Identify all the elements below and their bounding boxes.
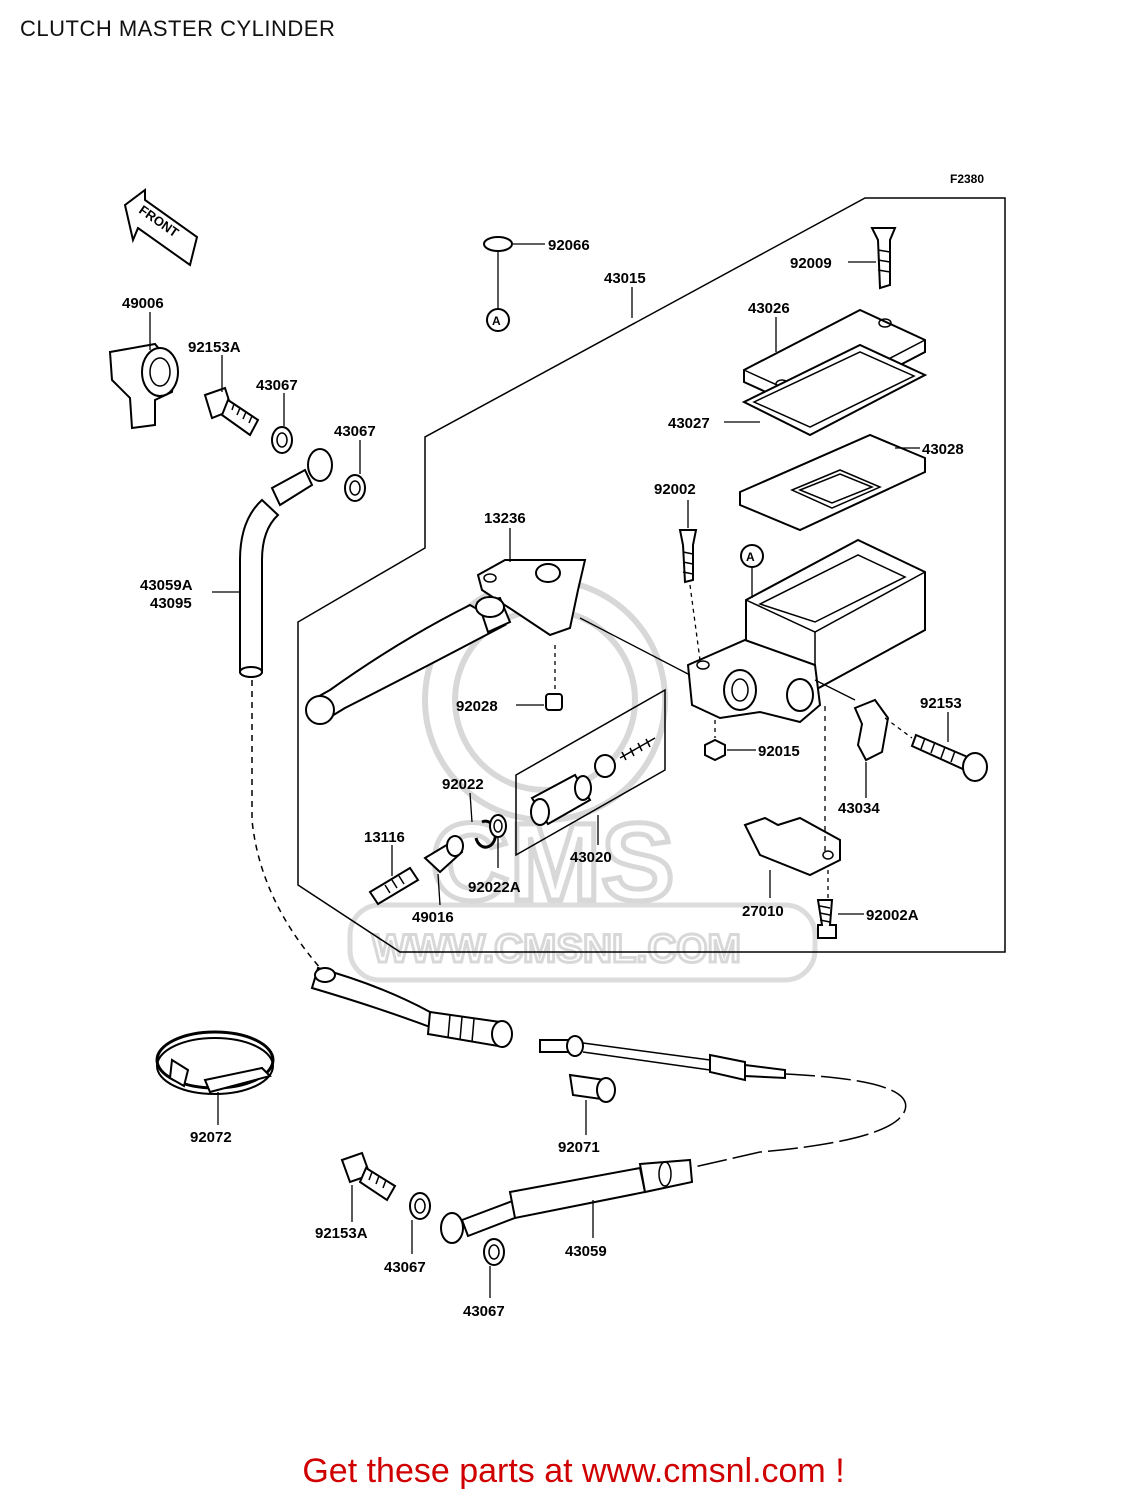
label-92072: 92072	[190, 1129, 232, 1146]
master-cylinder-body	[686, 638, 822, 724]
clamp-43034	[853, 698, 890, 762]
ref-marker-right-label: A	[746, 550, 755, 564]
label-43059A: 43059A	[140, 577, 193, 594]
label-92153A-top: 92153A	[188, 339, 241, 356]
label-92009: 92009	[790, 255, 832, 272]
piston-kit-frame	[515, 688, 666, 857]
label-43028: 43028	[922, 441, 964, 458]
push-rod-13116	[368, 866, 420, 906]
label-92153: 92153	[920, 695, 962, 712]
label-13236: 13236	[484, 510, 526, 527]
reservoir-body	[745, 538, 926, 692]
label-13116: 13116	[364, 829, 405, 846]
diaphragm-43028	[739, 433, 926, 532]
label-43095: 43095	[150, 595, 192, 612]
washer-43067-a	[271, 426, 293, 454]
cap-92066	[483, 236, 513, 252]
banjo-bolt-top	[203, 386, 260, 437]
label-92022A: 92022A	[468, 879, 521, 896]
screw-92002A	[816, 899, 837, 939]
label-43067-d: 43067	[463, 1303, 505, 1320]
piston-kit-43020	[530, 737, 656, 826]
front-arrow-icon: FRONT	[123, 188, 199, 267]
screw-92009	[870, 227, 897, 290]
label-43059: 43059	[565, 1243, 607, 1260]
label-92015: 92015	[758, 743, 800, 760]
hose-loop	[689, 1073, 907, 1169]
label-43034: 43034	[838, 800, 880, 817]
label-92022: 92022	[442, 776, 484, 793]
ref-marker-right	[740, 544, 764, 568]
clutch-hose-lower	[310, 966, 513, 1048]
banjo-bolt-bottom	[340, 1151, 397, 1202]
clutch-switch-27010	[743, 816, 841, 877]
washer-43067-d	[483, 1238, 505, 1266]
label-43026: 43026	[748, 300, 790, 317]
label-92002A: 92002A	[866, 907, 919, 924]
washer-92022A	[489, 814, 507, 838]
ref-marker-top	[486, 308, 510, 332]
label-27010: 27010	[742, 903, 784, 920]
screw-92002	[678, 529, 698, 584]
page-title: CLUTCH MASTER CYLINDER	[20, 16, 336, 41]
label-43020: 43020	[570, 849, 612, 866]
washer-43067-b	[344, 474, 366, 502]
label-92066: 92066	[548, 237, 590, 254]
bushing-92028	[545, 693, 563, 711]
washer-43067-c	[409, 1192, 431, 1220]
dust-boot-49016	[423, 835, 464, 874]
watermark-url: WWW.CMSNL.COM	[372, 927, 741, 971]
clutch-lever-13236	[305, 559, 587, 725]
label-43067-b: 43067	[334, 423, 376, 440]
label-92071: 92071	[558, 1139, 600, 1156]
label-49016: 49016	[412, 909, 454, 926]
hose-band-92072	[155, 1030, 275, 1095]
connection-line	[251, 680, 323, 971]
label-92153A-bottom: 92153A	[315, 1225, 368, 1242]
ref-marker-top-label: A	[492, 314, 501, 328]
boot-49006	[108, 342, 179, 430]
figure-code: F2380	[950, 172, 984, 186]
bolt-92153	[910, 733, 988, 782]
clutch-hose-43059	[440, 1158, 694, 1244]
label-92002: 92002	[654, 481, 696, 498]
collar-92071	[568, 1073, 616, 1103]
diaphragm-plate-43027	[741, 343, 928, 437]
label-49006: 49006	[122, 295, 164, 312]
label-43027: 43027	[668, 415, 710, 432]
label-43067-c: 43067	[384, 1259, 426, 1276]
circlip-92022	[474, 819, 497, 849]
label-43015: 43015	[604, 270, 646, 287]
label-92028: 92028	[456, 698, 498, 715]
nut-92015	[704, 738, 726, 762]
clutch-hose-upper	[239, 448, 333, 678]
footer-link[interactable]: Get these parts at www.cmsnl.com !	[302, 1452, 845, 1490]
assembly-frame	[297, 197, 1006, 953]
label-43067-a: 43067	[256, 377, 298, 394]
hose-fitting-upper	[539, 1035, 786, 1082]
